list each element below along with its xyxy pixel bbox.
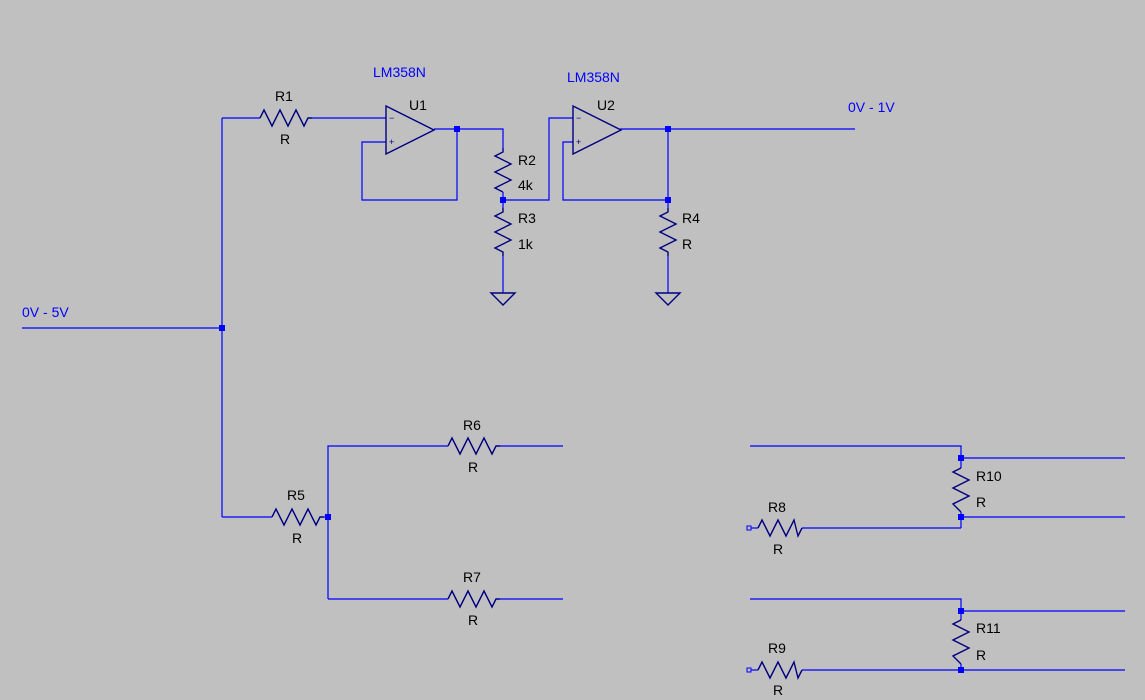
resistor-r1-ref: R1 bbox=[275, 88, 293, 104]
resistor-r3-symbol bbox=[493, 208, 513, 256]
resistor-r7-value: R bbox=[468, 612, 478, 628]
wires bbox=[22, 117, 1125, 671]
resistor-r11-value: R bbox=[976, 647, 986, 663]
opamp-u1-symbol bbox=[385, 104, 436, 156]
resistor-r10[interactable]: R10 R bbox=[951, 467, 1002, 513]
resistor-r11[interactable]: R11 R bbox=[951, 619, 1001, 665]
resistor-r7[interactable]: R7 R bbox=[447, 569, 500, 628]
junction-u1-out bbox=[454, 126, 460, 132]
ground-symbol-r4 bbox=[654, 292, 682, 306]
opamp-u1-ref: U1 bbox=[409, 97, 427, 113]
resistor-r9-symbol bbox=[757, 659, 803, 681]
resistor-r1-value: R bbox=[280, 131, 290, 147]
resistor-r8-symbol bbox=[757, 517, 803, 539]
junction-r4-top bbox=[665, 197, 671, 203]
resistor-r4[interactable]: R4 R bbox=[658, 208, 700, 256]
resistor-r10-ref: R10 bbox=[976, 468, 1002, 484]
opamp-u1-plus-mark: + bbox=[389, 137, 394, 147]
wire-r6-r7-branch bbox=[327, 445, 448, 599]
resistor-r2-value: 4k bbox=[518, 177, 534, 193]
resistor-r6[interactable]: R6 R bbox=[447, 417, 500, 475]
junction-r11-bottom bbox=[958, 667, 964, 673]
resistor-r9-ref: R9 bbox=[768, 640, 786, 656]
opamp-u2-symbol bbox=[572, 104, 623, 156]
wire-divider-to-u2-plus bbox=[503, 117, 573, 201]
resistor-r3[interactable]: R3 1k bbox=[493, 208, 536, 256]
opamp-u2-model: LM358N bbox=[567, 69, 620, 85]
resistor-r6-value: R bbox=[468, 459, 478, 475]
resistor-r9-value: R bbox=[773, 682, 783, 698]
resistor-r6-ref: R6 bbox=[463, 417, 481, 433]
opamp-u1[interactable]: − + U1 LM358N bbox=[373, 64, 436, 156]
opamp-u1-model: LM358N bbox=[373, 64, 426, 80]
resistor-r2-ref: R2 bbox=[518, 152, 536, 168]
opamp-u2-plus-mark: + bbox=[576, 137, 581, 147]
resistor-r7-ref: R7 bbox=[463, 569, 481, 585]
resistor-r5-symbol bbox=[271, 507, 324, 527]
resistor-r4-ref: R4 bbox=[682, 210, 700, 226]
wire-r10-top bbox=[750, 445, 1125, 459]
resistor-r7-symbol bbox=[447, 589, 500, 609]
wire-u1-follower-loop bbox=[361, 129, 458, 201]
resistor-r10-symbol bbox=[951, 467, 971, 513]
resistor-r2[interactable]: R2 4k bbox=[493, 148, 536, 193]
junction-u2-out bbox=[665, 126, 671, 132]
ground-icon bbox=[654, 292, 682, 306]
junction-divider bbox=[500, 197, 506, 203]
resistor-r11-ref: R11 bbox=[976, 620, 1001, 636]
junction-r10-top bbox=[958, 455, 964, 461]
junctions bbox=[219, 126, 964, 673]
resistor-r3-value: 1k bbox=[518, 236, 534, 252]
resistor-r5[interactable]: R5 R bbox=[271, 487, 324, 546]
junction-r11-top bbox=[958, 608, 964, 614]
net-label-input: 0V - 5V bbox=[22, 304, 69, 320]
resistor-r4-value: R bbox=[682, 236, 692, 252]
ground-icon bbox=[489, 292, 517, 306]
junction-input bbox=[219, 325, 225, 331]
wire-u2-feedback bbox=[562, 141, 668, 201]
open-pin-r9 bbox=[746, 667, 752, 673]
ground-symbol-r3 bbox=[489, 292, 517, 306]
resistor-r5-value: R bbox=[292, 530, 302, 546]
resistor-r9[interactable]: R9 R bbox=[757, 640, 803, 698]
resistor-r2-symbol bbox=[493, 148, 513, 193]
resistor-r8-value: R bbox=[773, 541, 783, 557]
wire-r11-top bbox=[750, 598, 1125, 612]
resistor-r8-ref: R8 bbox=[768, 499, 786, 515]
resistor-r1-symbol bbox=[259, 108, 312, 128]
resistor-r8[interactable]: R8 R bbox=[757, 499, 803, 557]
resistor-r5-ref: R5 bbox=[287, 487, 305, 503]
open-pin-r8 bbox=[746, 525, 752, 531]
opamp-u1-minus-mark: − bbox=[389, 113, 394, 123]
opamp-u2-ref: U2 bbox=[597, 97, 615, 113]
resistor-r6-symbol bbox=[447, 436, 500, 456]
resistor-r1[interactable]: R1 R bbox=[259, 88, 312, 147]
opamp-u2[interactable]: − + U2 LM358N bbox=[567, 69, 623, 156]
opamp-u2-minus-mark: − bbox=[576, 113, 581, 123]
junction-r5-node bbox=[325, 514, 331, 520]
junction-r10-bottom bbox=[958, 514, 964, 520]
net-label-output: 0V - 1V bbox=[848, 99, 895, 115]
resistor-r10-value: R bbox=[976, 494, 986, 510]
resistor-r11-symbol bbox=[951, 619, 971, 665]
wire-u1-out-to-r2 bbox=[434, 128, 504, 148]
resistor-r4-symbol bbox=[658, 208, 678, 256]
resistor-r3-ref: R3 bbox=[518, 210, 536, 226]
